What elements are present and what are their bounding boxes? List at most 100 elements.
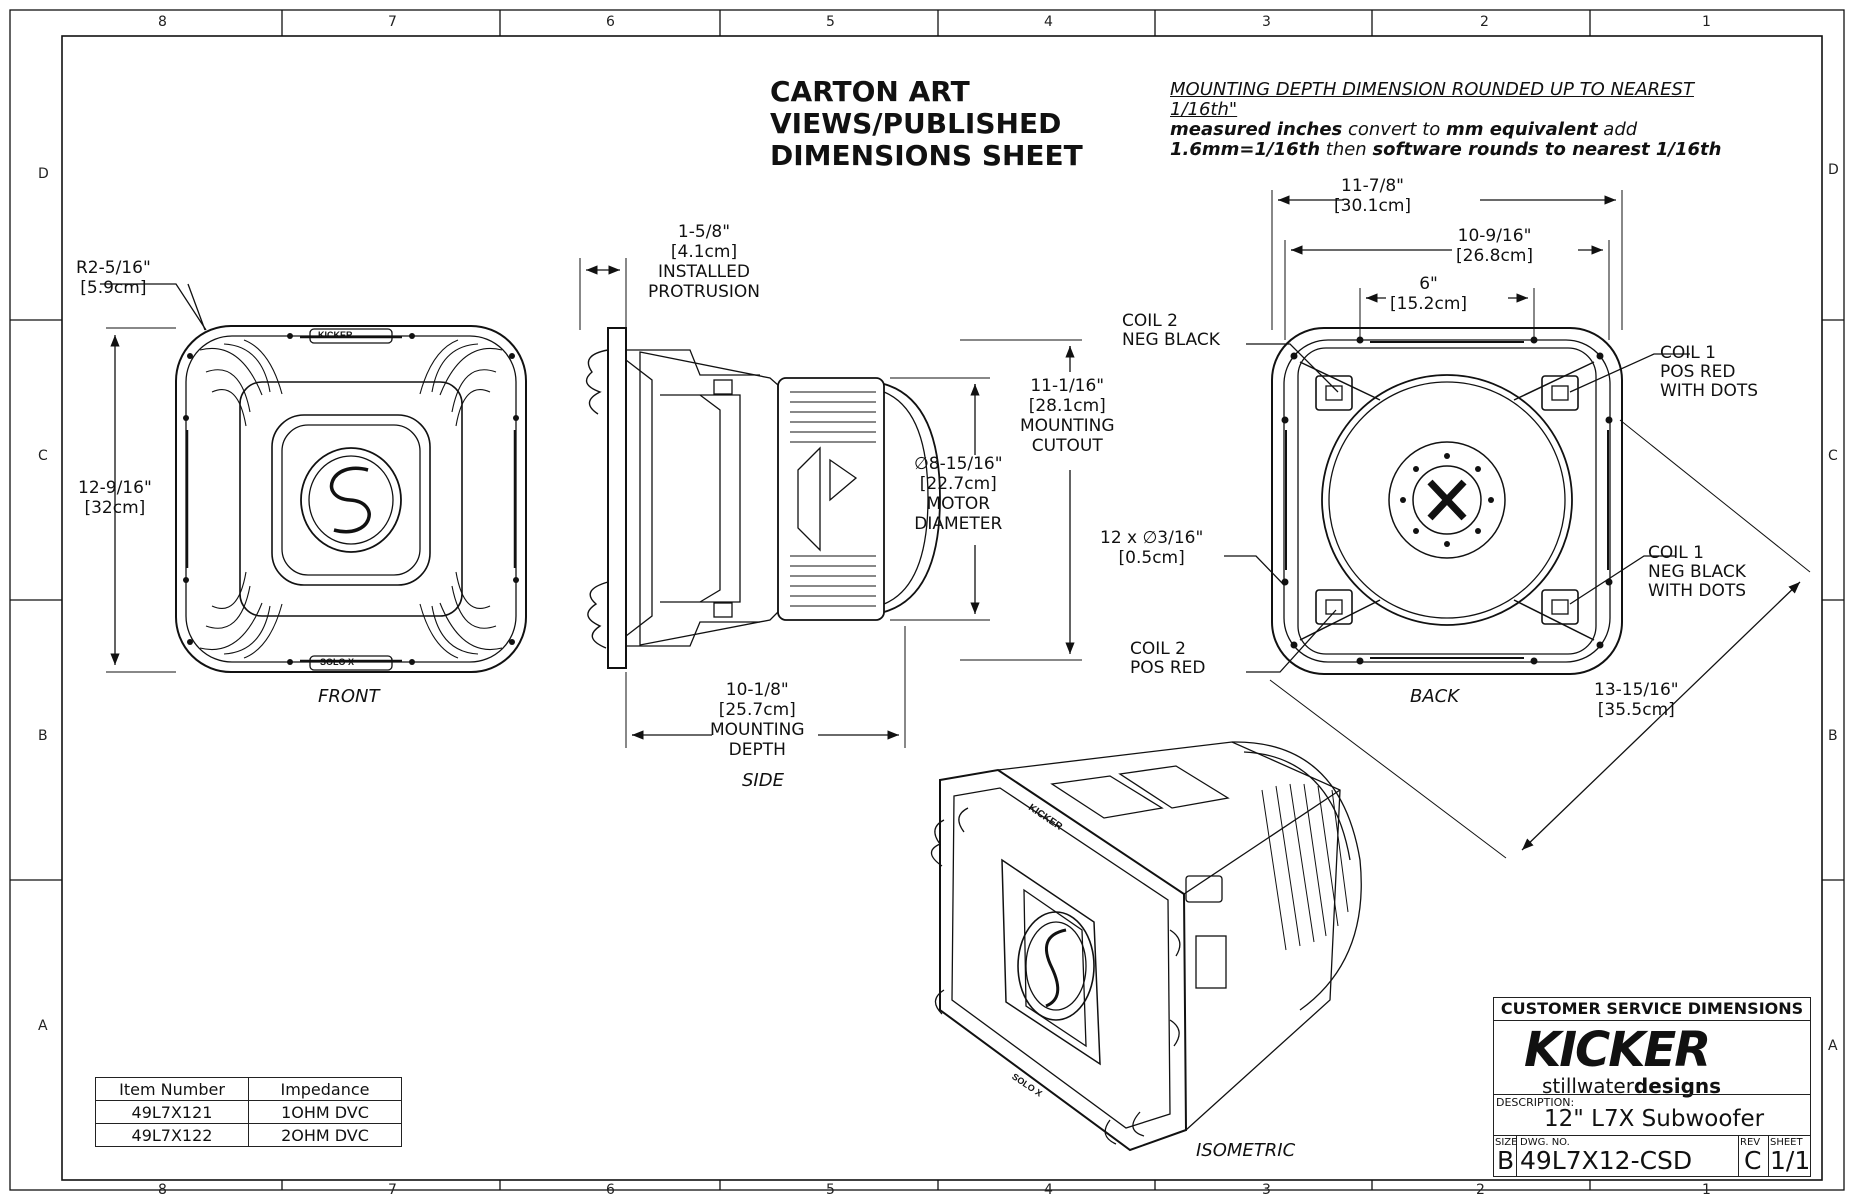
zone-col-6-bottom: 6 (606, 1182, 615, 1198)
front-radius-leader (187, 283, 206, 331)
zone-col-8-bottom: 8 (158, 1182, 167, 1198)
dwg-cell: DWG. NO. 49L7X12-CSD (1516, 1136, 1739, 1177)
front-height-cm: [32cm] (84, 498, 146, 518)
isometric-view (930, 741, 1362, 1152)
zone-row-c: C (38, 448, 48, 464)
zone-row-b: B (38, 728, 48, 744)
zone-row-d-right: D (1828, 162, 1839, 178)
protrusion-label-1: INSTALLED (658, 262, 750, 282)
note-bold-3: 1.6mm=1/16th (1170, 139, 1321, 160)
rev-label: REV (1740, 1137, 1761, 1148)
title-line-3: DIMENSIONS SHEET (770, 139, 1083, 172)
hole-spacing-dim: 10-9/16" [26.8cm] (1456, 226, 1533, 266)
table-header-row: Item Number Impedance (95, 1077, 402, 1101)
note-bold-1: measured inches (1170, 119, 1343, 140)
overall-cm: [30.1cm] (1334, 196, 1412, 216)
zone-col-1-bottom: 1 (1702, 1182, 1711, 1198)
protrusion-in: 1-5/8" (677, 222, 731, 242)
front-height-in: 12-9/16" (78, 478, 152, 498)
cutout-dim: 11-1/16" [28.1cm] MOUNTING CUTOUT (1020, 376, 1115, 456)
zone-col-5: 5 (826, 14, 835, 30)
note-line-1: MOUNTING DEPTH DIMENSION ROUNDED UP TO N… (1170, 79, 1694, 120)
zone-row-d: D (38, 166, 49, 182)
back-view-label: BACK (1410, 686, 1460, 707)
zone-col-4-bottom: 4 (1044, 1182, 1053, 1198)
coil1-pos-l2: POS RED (1660, 362, 1736, 382)
front-height-dim: 12-9/16" [32cm] (78, 478, 152, 518)
zone-col-8: 8 (158, 14, 167, 30)
isometric-view-label: ISOMETRIC (1196, 1140, 1296, 1161)
hole-in: 10-9/16" (1457, 226, 1532, 246)
cutout-cm: [28.1cm] (1028, 396, 1106, 416)
hole-cm: [26.8cm] (1456, 246, 1534, 266)
cell-impedance: 1OHM DVC (248, 1100, 402, 1124)
zone-col-4: 4 (1044, 14, 1053, 30)
cutout-in: 11-1/16" (1030, 376, 1105, 396)
zone-col-3-bottom: 3 (1262, 1182, 1271, 1198)
coil2-pos-leader (1246, 609, 1337, 673)
diagonal-dim-line (1521, 581, 1801, 851)
diag-cm: [35.5cm] (1597, 700, 1675, 720)
header-impedance: Impedance (248, 1077, 402, 1101)
inner-dim: 6" [15.2cm] (1390, 274, 1467, 314)
mounting-depth-dim: 10-1/8" [25.7cm] MOUNTING DEPTH (710, 680, 805, 760)
protrusion-label-2: PROTRUSION (648, 282, 760, 302)
motor-cm: [22.7cm] (919, 474, 997, 494)
dwg-value: 49L7X12-CSD (1520, 1146, 1693, 1175)
depth-cm: [25.7cm] (718, 700, 796, 720)
coil2-neg-label: COIL 2 NEG BLACK (1122, 312, 1220, 350)
coil1-pos-l3: WITH DOTS (1660, 381, 1759, 401)
front-radius-dim: R2-5/16" [5.9cm] (76, 258, 151, 298)
title-line-1: CARTON ART (770, 75, 970, 108)
side-view (585, 327, 941, 669)
motor-diameter-dim: ∅8-15/16" [22.7cm] MOTOR DIAMETER (914, 454, 1003, 534)
rev-cell: REV C (1738, 1136, 1769, 1177)
coil1-neg-l2: NEG BLACK (1648, 562, 1746, 582)
coil2-neg-l1: COIL 2 (1122, 311, 1178, 331)
coil1-neg-l1: COIL 1 (1648, 543, 1704, 563)
motor-in: ∅8-15/16" (914, 454, 1003, 474)
overall-width-dim: 11-7/8" [30.1cm] (1334, 176, 1411, 216)
depth-label-1: MOUNTING (710, 720, 805, 740)
coil2-pos-l2: POS RED (1130, 658, 1206, 678)
diagonal-dim: 13-15/16" [35.5cm] (1594, 680, 1679, 720)
note-bold-4: software rounds to nearest 1/16th (1372, 139, 1722, 160)
zone-row-a: A (38, 1018, 48, 1034)
header-item-number: Item Number (95, 1077, 249, 1101)
cell-impedance: 2OHM DVC (248, 1123, 402, 1147)
coil1-pos-leader (1569, 353, 1690, 393)
diag-in: 13-15/16" (1594, 680, 1679, 700)
note-text-2: add (1597, 119, 1638, 140)
protrusion-cm: [4.1cm] (670, 242, 738, 262)
zone-ticks (10, 10, 1844, 1190)
title-line-2: VIEWS/PUBLISHED (770, 107, 1062, 140)
zone-col-1: 1 (1702, 14, 1711, 30)
note-text-3: then (1320, 139, 1373, 160)
zone-col-7: 7 (388, 14, 397, 30)
front-view (175, 325, 527, 673)
zone-col-2: 2 (1480, 14, 1489, 30)
coil1-neg-leader (1569, 555, 1676, 605)
inner-cm: [15.2cm] (1390, 294, 1468, 314)
size-label: SIZE (1495, 1137, 1518, 1148)
note-bold-2: mm equivalent (1446, 119, 1598, 140)
item-impedance-table: Item Number Impedance 49L7X121 1OHM DVC … (95, 1077, 402, 1147)
coil1-neg-label: COIL 1 NEG BLACK WITH DOTS (1648, 544, 1746, 601)
sheet-value: 1/1 (1770, 1146, 1811, 1175)
note-text-1: convert to (1342, 119, 1447, 140)
size-cell: SIZE B (1494, 1136, 1517, 1177)
front-radius-in: R2-5/16" (76, 258, 151, 278)
motor-label-1: MOTOR (926, 494, 991, 514)
zone-row-b-right: B (1828, 728, 1838, 744)
table-row: 49L7X121 1OHM DVC (95, 1100, 402, 1124)
zone-col-3: 3 (1262, 14, 1271, 30)
coil2-pos-l1: COIL 2 (1130, 639, 1186, 659)
sheet-cell: SHEET 1/1 (1768, 1136, 1811, 1177)
zone-row-a-right: A (1828, 1038, 1838, 1054)
cell-item-number: 49L7X121 (95, 1100, 249, 1124)
sheet-label: SHEET (1770, 1137, 1803, 1148)
rev-value: C (1744, 1146, 1762, 1175)
title-block-bottom-row: SIZE B DWG. NO. 49L7X12-CSD REV C SHEET … (1494, 1135, 1810, 1177)
